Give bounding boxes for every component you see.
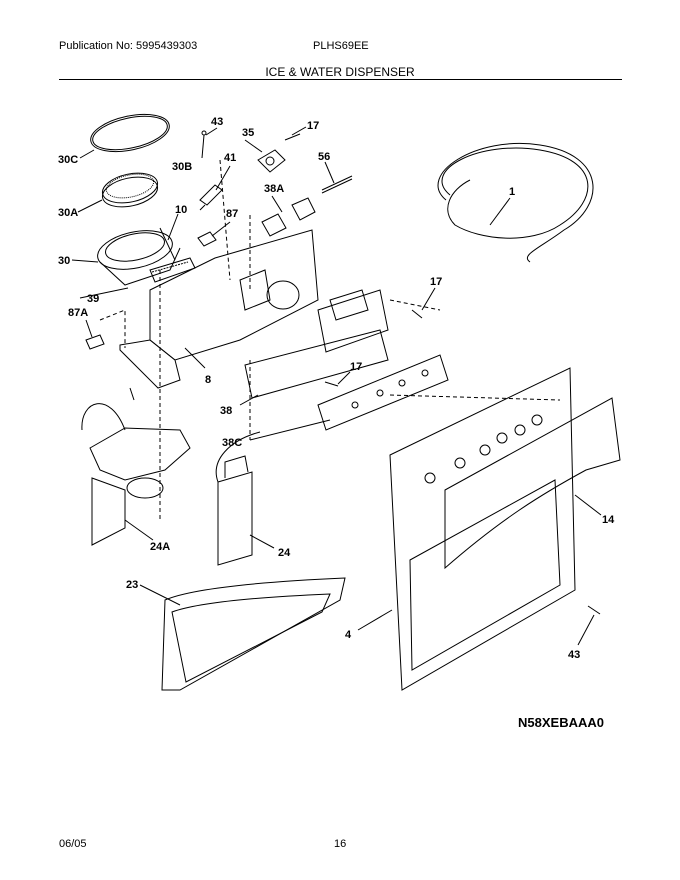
part-14-overlay	[444, 397, 621, 570]
part-41-bracket	[199, 184, 223, 211]
callout-35: 35	[242, 127, 254, 139]
callout-87: 87	[226, 208, 238, 220]
part-23-drip-tray	[161, 577, 346, 691]
part-35-switch	[257, 149, 286, 173]
part-38a-switches	[261, 197, 316, 237]
module-board-top	[317, 289, 389, 353]
callout-87a: 87A	[68, 307, 88, 319]
callout-38c: 38C	[222, 437, 242, 449]
callout-17-top: 17	[307, 120, 319, 132]
callout-1: 1	[509, 186, 515, 198]
part-87a-clip	[85, 334, 105, 350]
part-24a-chute	[81, 387, 191, 546]
part-24-damper	[215, 431, 261, 566]
callout-10: 10	[175, 204, 187, 216]
part-30c-gasket	[90, 113, 170, 153]
callout-8: 8	[205, 374, 211, 386]
model-number: PLHS69EE	[313, 40, 369, 52]
part-10-shaft	[159, 227, 176, 261]
part-38c-board	[317, 354, 449, 431]
assembly-guide-lines	[99, 159, 561, 520]
callout-17-right: 17	[430, 276, 442, 288]
callout-4: 4	[345, 629, 352, 641]
page-number: 16	[334, 838, 347, 850]
callout-43-top: 43	[211, 116, 223, 128]
part-43-screw-bottom	[587, 605, 601, 615]
publication-number: Publication No: 5995439303	[59, 40, 198, 52]
leader-lines	[71, 126, 602, 646]
diagram-code: N58XEBAAA0	[518, 715, 604, 730]
callout-39: 39	[87, 293, 99, 305]
part-30b-filter	[101, 172, 159, 208]
callout-38a: 38A	[264, 183, 284, 195]
part-17-screw-top	[284, 133, 301, 141]
callout-43-bottom: 43	[568, 649, 580, 661]
part-30-auger-housing	[97, 230, 196, 286]
callout-14: 14	[602, 514, 615, 526]
part-56-rod	[321, 175, 353, 194]
callout-30a: 30A	[58, 207, 78, 219]
part-1-tubing	[437, 143, 594, 263]
callout-24: 24	[278, 547, 291, 559]
section-title: ICE & WATER DISPENSER	[265, 65, 415, 79]
callout-30: 30	[58, 255, 70, 267]
callout-56: 56	[318, 151, 330, 163]
header-rule	[59, 79, 622, 80]
callout-23: 23	[126, 579, 138, 591]
part-8-housing	[119, 229, 319, 389]
callout-30c: 30C	[58, 154, 78, 166]
callout-30b: 30B	[172, 161, 192, 173]
part-17-screw-mid	[324, 381, 339, 387]
callout-41: 41	[224, 152, 236, 164]
callout-24a: 24A	[150, 541, 170, 553]
footer-date: 06/05	[59, 838, 87, 850]
part-17-screw-right	[411, 309, 423, 319]
part-43-screw	[201, 130, 207, 159]
callout-17-mid: 17	[350, 361, 362, 373]
callout-38: 38	[220, 405, 232, 417]
part-87-clip	[197, 231, 217, 247]
part-4-front-frame	[389, 367, 576, 691]
part-38-board	[244, 329, 389, 399]
